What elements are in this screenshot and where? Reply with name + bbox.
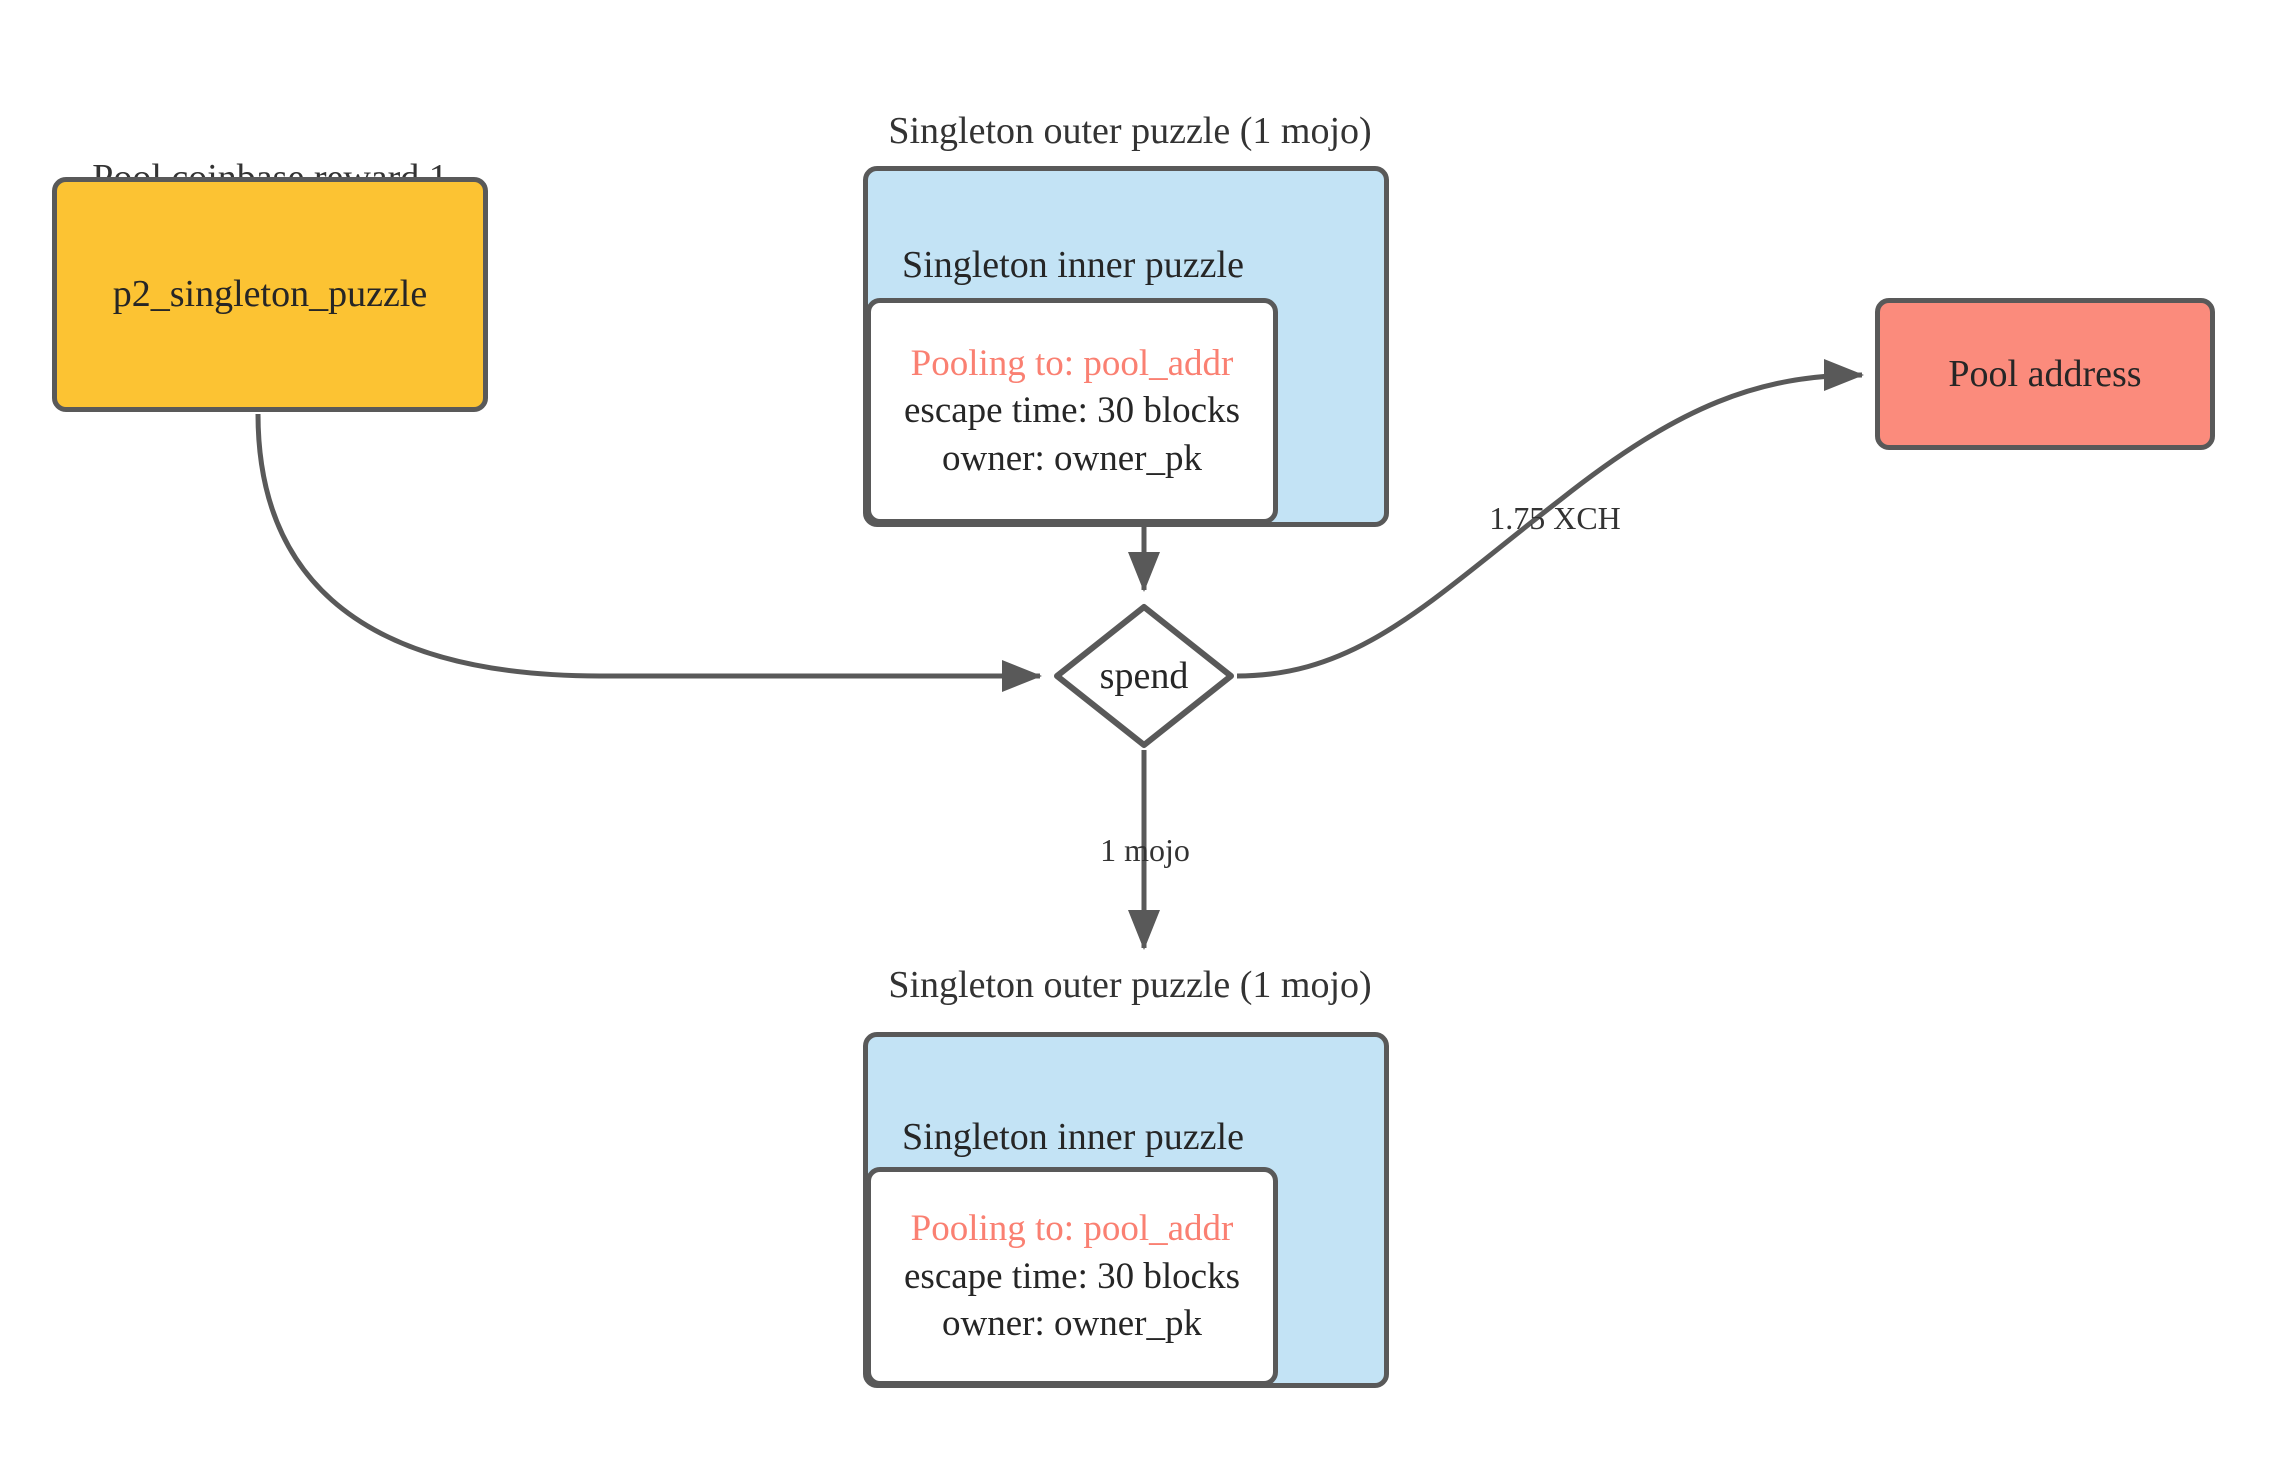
- p2-singleton-puzzle-label: p2_singleton_puzzle: [112, 273, 428, 316]
- pooling-to-line-top: Pooling to: pool_addr: [910, 342, 1234, 384]
- singleton-inner-puzzle-title-top: Singleton inner puzzle: [902, 244, 1244, 286]
- pool-address-label: Pool address: [1948, 352, 2142, 395]
- edge-label-mojo: 1 mojo: [1100, 832, 1190, 868]
- escape-time-line-bottom: escape time: 30 blocks: [904, 1255, 1240, 1297]
- pooling-to-line-bottom: Pooling to: pool_addr: [910, 1208, 1234, 1250]
- singleton-inner-puzzle-title-bottom: Singleton inner puzzle: [902, 1116, 1244, 1158]
- owner-line-bottom: owner: owner_pk: [942, 1303, 1202, 1345]
- owner-line-top: owner: owner_pk: [942, 437, 1202, 479]
- outer-puzzle-top-caption: Singleton outer puzzle (1 mojo): [888, 110, 1372, 152]
- spend-diamond-shape: [1054, 604, 1234, 748]
- node-singleton-inner-puzzle-bottom[interactable]: Pooling to: pool_addr escape time: 30 bl…: [866, 1167, 1278, 1386]
- escape-time-line-top: escape time: 30 blocks: [904, 390, 1240, 432]
- outer-puzzle-bottom-caption: Singleton outer puzzle (1 mojo): [888, 964, 1372, 1006]
- node-pool-address[interactable]: Pool address: [1875, 298, 2215, 450]
- node-spend[interactable]: spend: [1053, 603, 1235, 749]
- node-p2-singleton-puzzle[interactable]: p2_singleton_puzzle: [52, 177, 488, 412]
- spend-label: spend: [1099, 655, 1189, 697]
- edge-label-xch: 1.75 XCH: [1489, 500, 1621, 536]
- node-singleton-inner-puzzle-top[interactable]: Pooling to: pool_addr escape time: 30 bl…: [866, 298, 1278, 524]
